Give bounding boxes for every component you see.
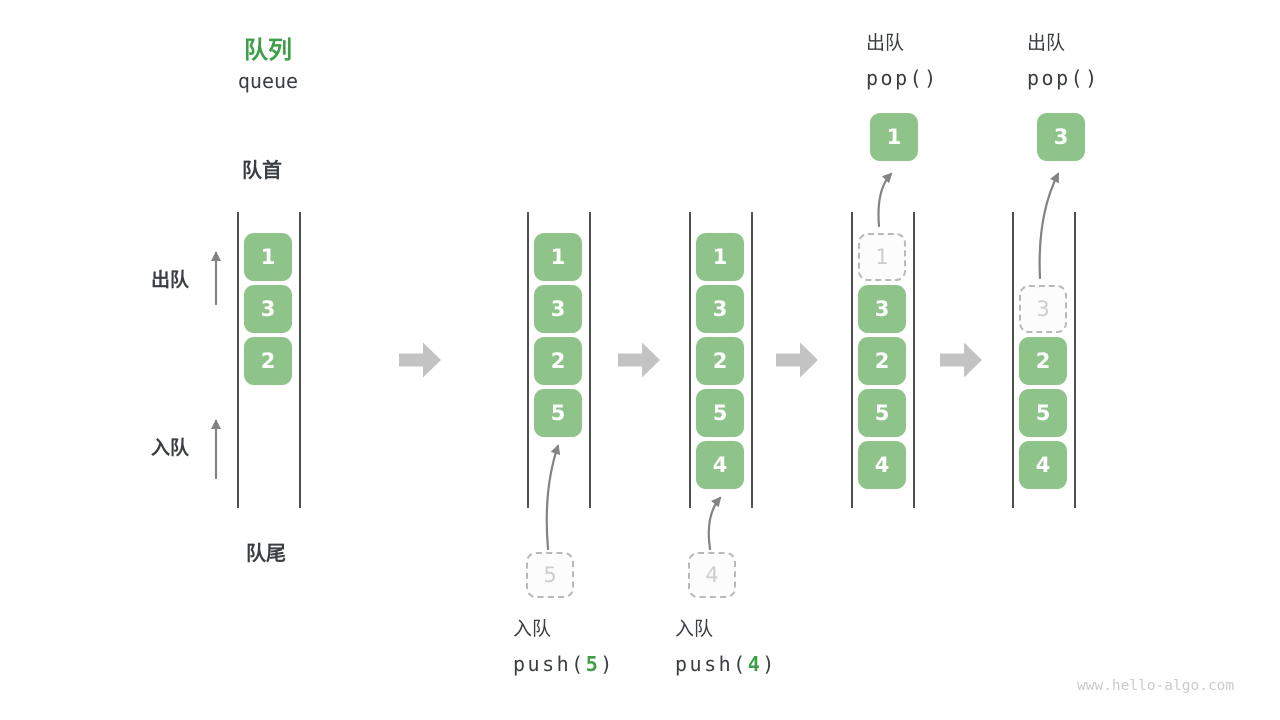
enqueue-curve-arrow-icon: [545, 444, 561, 551]
code-segment: 5: [585, 652, 601, 676]
staged-cell: 4: [688, 552, 736, 598]
next-stage-arrow-icon: [776, 342, 818, 378]
code-segment: push(: [675, 652, 748, 676]
queue-cell: 4: [858, 441, 906, 489]
queue-cell: 2: [534, 337, 582, 385]
code-segment: ): [600, 652, 615, 676]
code-segment: ): [762, 652, 777, 676]
dequeue-curve-arrow-icon: [1038, 172, 1060, 280]
dequeue-op-code: pop(): [866, 65, 939, 91]
queue-cell: 5: [858, 389, 906, 437]
code-segment: pop(): [866, 66, 939, 90]
queue-rail-right: [589, 212, 591, 508]
enqueue-op-code: push(4): [675, 651, 777, 677]
queue-cell-dashed: 1: [858, 233, 906, 281]
dequeue-curve-arrow-icon: [877, 172, 893, 228]
queue-rail-right: [913, 212, 915, 508]
queue-rail-left: [237, 212, 239, 508]
queue-rail-right: [299, 212, 301, 508]
queue-rail-left: [1012, 212, 1014, 508]
queue-cell-dashed: 3: [1019, 285, 1067, 333]
queue-cell: 5: [1019, 389, 1067, 437]
queue-cell: 3: [244, 285, 292, 333]
dequeue-op-code: pop(): [1027, 65, 1100, 91]
dequeue-op-zh: 出队: [866, 32, 905, 54]
queue-rail-right: [1074, 212, 1076, 508]
code-segment: 4: [747, 652, 763, 676]
enqueue-op-code: push(5): [513, 651, 615, 677]
next-stage-arrow-icon: [940, 342, 982, 378]
queue-cell: 4: [696, 441, 744, 489]
watermark: www.hello-algo.com: [1077, 678, 1235, 694]
queue-cell: 5: [534, 389, 582, 437]
dequeue-side-label: 出队: [151, 269, 190, 291]
queue-rear-label: 队尾: [246, 541, 286, 565]
staged-cell: 5: [526, 552, 574, 598]
enqueue-side-label: 入队: [151, 437, 190, 459]
diagram-title-en: queue: [237, 69, 299, 93]
queue-rail-left: [689, 212, 691, 508]
queue-rail-left: [527, 212, 529, 508]
enqueue-op-zh: 入队: [675, 618, 714, 640]
next-stage-arrow-icon: [618, 342, 660, 378]
dequeue-op-label: 出队 pop(): [866, 30, 939, 91]
queue-front-label: 队首: [242, 158, 282, 182]
enqueue-op-label: 入队 push(4): [675, 616, 777, 677]
code-segment: pop(): [1027, 66, 1100, 90]
queue-rail-left: [851, 212, 853, 508]
popped-cell: 3: [1037, 113, 1085, 161]
queue-rail-right: [751, 212, 753, 508]
dequeue-op-label: 出队 pop(): [1027, 30, 1100, 91]
enqueue-op-label: 入队 push(5): [513, 616, 615, 677]
queue-cell: 2: [1019, 337, 1067, 385]
code-segment: push(: [513, 652, 586, 676]
next-stage-arrow-icon: [399, 342, 441, 378]
queue-cell: 2: [696, 337, 744, 385]
popped-cell: 1: [870, 113, 918, 161]
dequeue-op-zh: 出队: [1027, 32, 1066, 54]
queue-cell: 4: [1019, 441, 1067, 489]
queue-cell: 1: [696, 233, 744, 281]
queue-cell: 3: [534, 285, 582, 333]
enqueue-curve-arrow-icon: [707, 496, 722, 551]
queue-cell: 1: [534, 233, 582, 281]
diagram-title-zh: 队列: [244, 36, 292, 64]
queue-cell: 3: [696, 285, 744, 333]
queue-cell: 2: [244, 337, 292, 385]
enqueue-op-zh: 入队: [513, 618, 552, 640]
queue-cell: 5: [696, 389, 744, 437]
queue-cell: 2: [858, 337, 906, 385]
queue-cell: 3: [858, 285, 906, 333]
queue-cell: 1: [244, 233, 292, 281]
